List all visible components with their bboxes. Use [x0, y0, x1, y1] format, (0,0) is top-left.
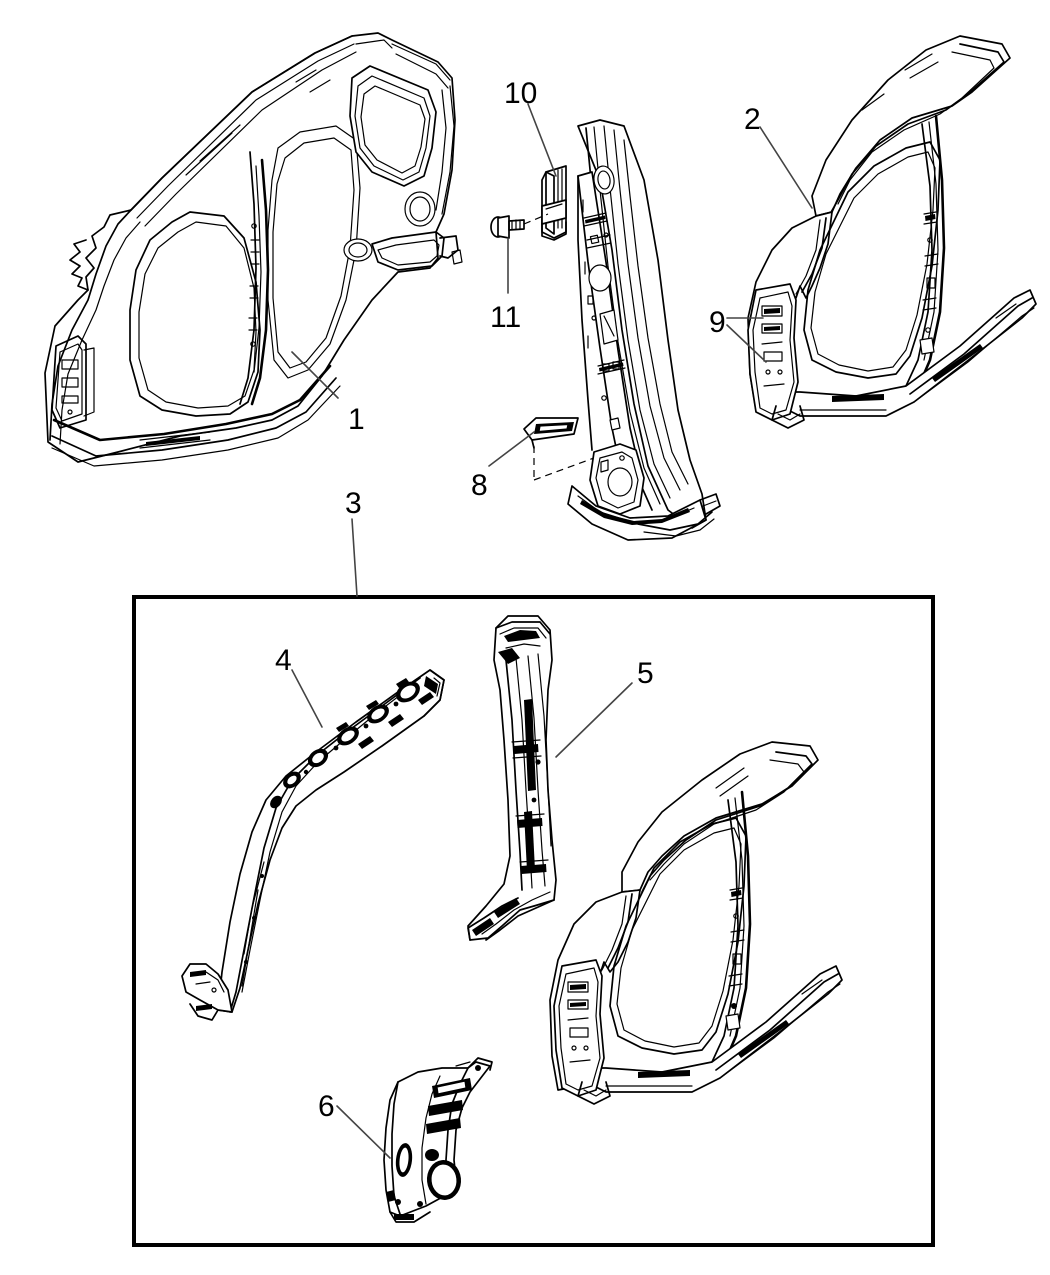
callout-label-4: 4: [275, 644, 292, 677]
leader-1: [291, 351, 339, 399]
callout-label-11: 11: [490, 301, 522, 334]
callout-leader-lines: [291, 103, 813, 1159]
leader-9b: [726, 324, 767, 363]
leader-10: [527, 103, 557, 177]
leader-5: [555, 682, 633, 758]
part-4-roof-side-rail-inner: [181, 669, 445, 1021]
part-8-seat-belt-anchor-reinforcement: [523, 417, 579, 449]
part-11-bolt: [490, 215, 525, 239]
leader-6: [336, 1105, 391, 1159]
callout-label-8: 8: [471, 469, 488, 502]
callout-label-6: 6: [318, 1090, 335, 1123]
part-1-body-side-outer-panel: [44, 32, 463, 467]
callout-label-3: 3: [345, 487, 362, 520]
callout-label-5: 5: [637, 657, 654, 690]
leader-3: [351, 518, 358, 597]
part-6-a-pillar-lower-inner-panel: [383, 1057, 493, 1223]
part-8-assembly-line-2: [533, 457, 595, 481]
bolt-assembly-line: [523, 213, 549, 225]
part-5-b-pillar-inner-reinforcement: [467, 615, 557, 941]
part-10-shoulder-belt-bracket: [541, 165, 567, 241]
callout-label-2: 2: [744, 103, 761, 136]
callout-label-1: 1: [348, 403, 365, 436]
assembly-group-box: [132, 595, 935, 1247]
center-b-pillar-assembly: [567, 119, 721, 541]
leader-4: [291, 669, 323, 728]
callout-label-9: 9: [709, 306, 726, 339]
part-2-body-side-aperture-panel-right: [747, 35, 1037, 429]
leader-8: [488, 431, 535, 467]
callout-label-10: 10: [504, 77, 538, 110]
leader-2: [759, 126, 813, 209]
body-side-aperture-inner-right: [549, 741, 843, 1105]
